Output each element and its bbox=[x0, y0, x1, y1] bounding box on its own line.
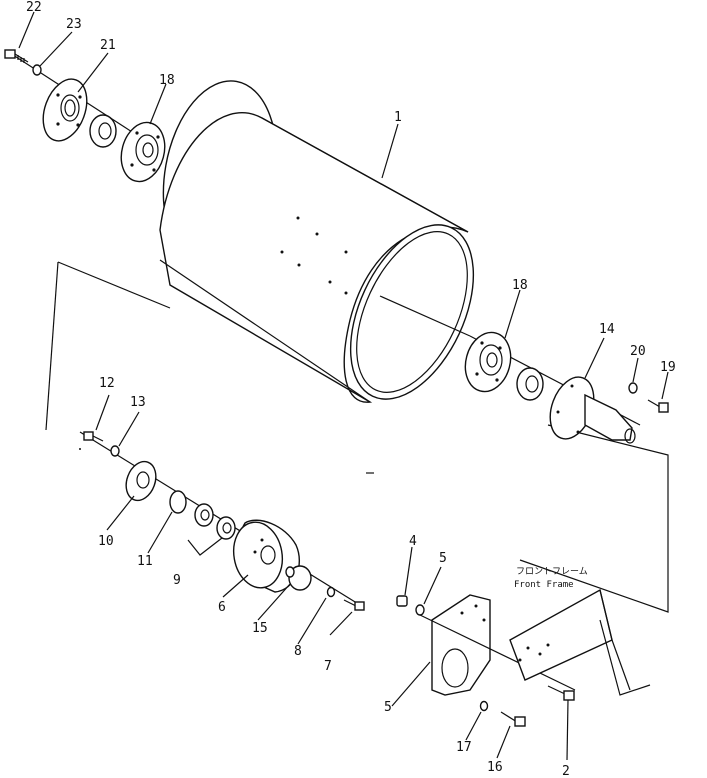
callout-labels: 1 2 4 5 5 6 7 8 9 10 11 12 13 14 15 16 1… bbox=[26, 0, 676, 778]
flange-21 bbox=[42, 78, 88, 142]
bearing-right bbox=[516, 367, 544, 401]
bracket-5 bbox=[431, 594, 491, 696]
right-assembly bbox=[464, 331, 669, 444]
callout-4: 4 bbox=[409, 534, 417, 549]
callout-19: 19 bbox=[660, 360, 676, 375]
callout-8: 8 bbox=[294, 644, 302, 659]
callout-18a: 18 bbox=[159, 73, 175, 88]
callout-2: 2 bbox=[562, 764, 570, 778]
callout-23: 23 bbox=[66, 17, 82, 32]
hub-18-upper bbox=[120, 121, 166, 183]
hub-18-right bbox=[464, 331, 512, 393]
washer-13 bbox=[110, 445, 120, 457]
bearing-upper bbox=[89, 114, 117, 148]
bolt-2 bbox=[547, 685, 575, 701]
washer-23 bbox=[32, 64, 42, 76]
callout-11: 11 bbox=[137, 554, 153, 569]
callout-6: 6 bbox=[218, 600, 226, 615]
callout-5a: 5 bbox=[439, 551, 447, 566]
callout-14: 14 bbox=[599, 322, 615, 337]
callout-12: 12 bbox=[99, 376, 115, 391]
washer-17 bbox=[479, 700, 489, 712]
washer-5 bbox=[415, 604, 425, 616]
callout-5b: 5 bbox=[384, 700, 392, 715]
callout-22: 22 bbox=[26, 0, 42, 15]
front-frame-label-en: Front Frame bbox=[514, 580, 574, 590]
lower-left-assembly bbox=[79, 431, 365, 611]
callout-20: 20 bbox=[630, 344, 646, 359]
pulley-6 bbox=[232, 519, 300, 593]
callout-18b: 18 bbox=[512, 278, 528, 293]
nut-4 bbox=[396, 595, 408, 607]
leader-lines bbox=[18, 11, 669, 761]
upper-left-assembly bbox=[4, 49, 166, 183]
frame-plane-outline bbox=[45, 261, 669, 613]
callout-10: 10 bbox=[98, 534, 114, 549]
bolt-7 bbox=[343, 599, 365, 611]
callout-16: 16 bbox=[487, 760, 503, 775]
bearings-9 bbox=[194, 503, 236, 540]
callout-9: 9 bbox=[173, 573, 181, 588]
callout-13: 13 bbox=[130, 395, 146, 410]
bolt-19 bbox=[647, 399, 669, 413]
bracket-assembly bbox=[396, 594, 576, 727]
callout-1: 1 bbox=[394, 110, 402, 125]
drum-part-1 bbox=[159, 80, 475, 403]
stray-marks bbox=[79, 448, 374, 474]
bolt-16 bbox=[500, 711, 526, 727]
callout-7: 7 bbox=[324, 659, 332, 674]
bolt-12 bbox=[83, 431, 104, 442]
callout-21: 21 bbox=[100, 38, 116, 53]
front-frame-label-jp: フロントフレーム bbox=[516, 566, 588, 577]
callout-15: 15 bbox=[252, 621, 268, 636]
flange-10 bbox=[125, 460, 157, 502]
washer-8 bbox=[326, 586, 336, 598]
seal-11 bbox=[169, 490, 187, 514]
washer-20 bbox=[628, 382, 638, 394]
cap-15 bbox=[285, 565, 312, 591]
front-frame bbox=[509, 588, 651, 696]
bolt-22 bbox=[4, 49, 29, 63]
callout-17: 17 bbox=[456, 740, 472, 755]
spindle-14 bbox=[549, 376, 636, 444]
